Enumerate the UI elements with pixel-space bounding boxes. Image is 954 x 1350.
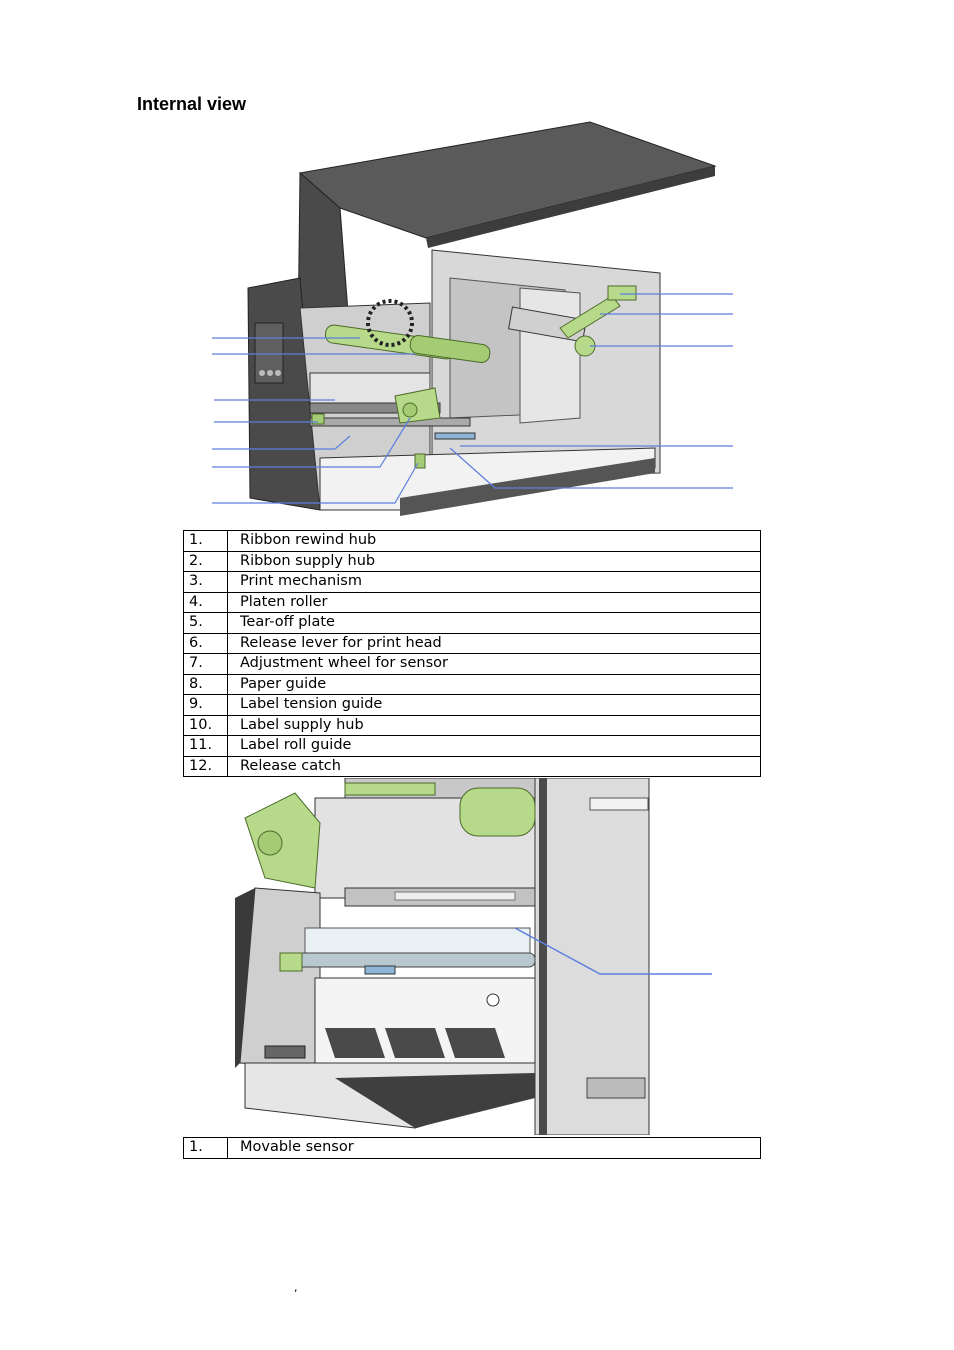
table-row: 4.Platen roller [183, 591, 761, 613]
table-row: 2.Ribbon supply hub [183, 550, 761, 572]
printer-internal-illustration [212, 121, 733, 516]
table-row: 8.Paper guide [183, 673, 761, 695]
table-row: 11.Label roll guide [183, 735, 761, 757]
sensor-closeup-illustration [235, 778, 712, 1135]
table-row: 10.Label supply hub [183, 714, 761, 736]
sensor-table: 1.Movable sensor [183, 1137, 761, 1159]
table-row: 1.Ribbon rewind hub [183, 530, 761, 552]
page-title: Internal view [137, 94, 247, 114]
table-row: 6.Release lever for print head [183, 632, 761, 654]
table-row: 1.Movable sensor [183, 1137, 761, 1159]
table-row: 7.Adjustment wheel for sensor [183, 653, 761, 675]
table-row: 12.Release catch [183, 755, 761, 777]
table-row: 3.Print mechanism [183, 571, 761, 593]
table-row: 5.Tear-off plate [183, 612, 761, 634]
parts-table: 1.Ribbon rewind hub 2.Ribbon supply hub … [183, 530, 761, 777]
footer-mark: , [294, 1281, 298, 1294]
table-row: 9.Label tension guide [183, 694, 761, 716]
